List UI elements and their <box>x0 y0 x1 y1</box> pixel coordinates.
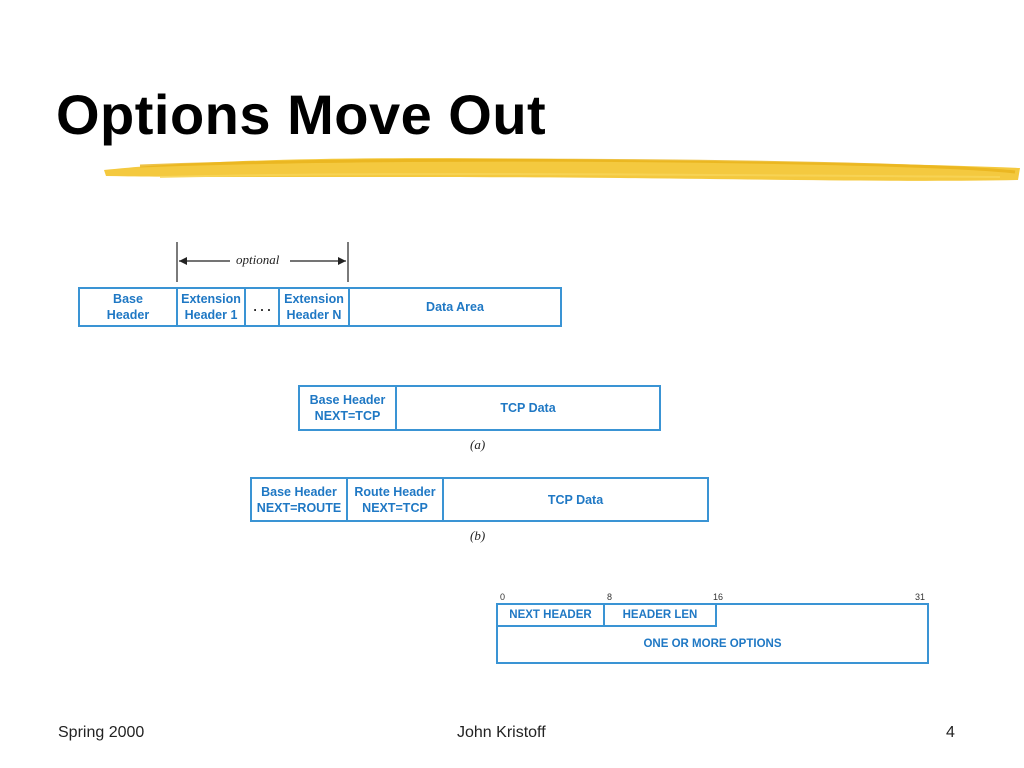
field-label: NEXT HEADER <box>509 609 592 621</box>
datagram-a-diagram: Base Header NEXT=TCP TCP Data <box>298 385 661 431</box>
cell-line: Route Header <box>354 484 436 499</box>
cell-line: Header <box>106 308 150 322</box>
route-header-cell: Route Header NEXT=TCP <box>348 479 444 520</box>
base-header-cell: Base Header <box>80 289 178 325</box>
base-header-cell: Base Header NEXT=TCP <box>300 387 397 429</box>
cell-line: TCP Data <box>500 401 556 415</box>
cell-line: Header N <box>286 308 342 322</box>
ellipsis-cell: . . . <box>246 289 280 325</box>
option-header-format-diagram: NEXT HEADER HEADER LEN ONE OR MORE OPTIO… <box>496 603 929 664</box>
cell-line: Data Area <box>426 300 484 314</box>
tcp-data-cell: TCP Data <box>444 479 707 520</box>
page-number: 4 <box>946 724 955 741</box>
optional-range-marker <box>176 242 349 282</box>
cell-line: NEXT=TCP <box>362 500 428 515</box>
extension-header-1-cell: Extension Header 1 <box>178 289 246 325</box>
bit-tick-0: 0 <box>500 592 506 602</box>
caption-a: (a) <box>470 437 486 452</box>
cell-line: . . . <box>253 300 271 314</box>
options-field: ONE OR MORE OPTIONS <box>498 625 927 662</box>
bit-tick-31: 31 <box>915 592 926 602</box>
slide-title: Options Move Out <box>56 83 547 146</box>
bit-tick-16: 16 <box>713 592 724 602</box>
cell-line: NEXT=ROUTE <box>256 500 342 515</box>
bit-tick-8: 8 <box>607 592 613 602</box>
yellow-highlight-stroke <box>104 158 1020 181</box>
datagram-b-diagram: Base Header NEXT=ROUTE Route Header NEXT… <box>250 477 709 522</box>
cell-line: Extension <box>181 292 241 306</box>
field-label: HEADER LEN <box>622 609 698 621</box>
extension-header-n-cell: Extension Header N <box>280 289 350 325</box>
footer-author: John Kristoff <box>457 724 546 741</box>
cell-line: Base <box>113 292 143 306</box>
cell-line: Base Header <box>261 484 337 499</box>
header-len-field: HEADER LEN <box>605 605 715 625</box>
next-header-field: NEXT HEADER <box>498 605 605 625</box>
caption-b: (b) <box>470 528 486 543</box>
data-area-cell: Data Area <box>350 289 560 325</box>
field-label: ONE OR MORE OPTIONS <box>643 637 782 650</box>
cell-line: Base Header <box>309 393 386 407</box>
tcp-data-cell: TCP Data <box>397 387 659 429</box>
base-header-cell: Base Header NEXT=ROUTE <box>252 479 348 520</box>
cell-line: Extension <box>284 292 344 306</box>
optional-label: optional <box>236 252 280 267</box>
cell-line: NEXT=TCP <box>314 409 381 423</box>
cell-line: TCP Data <box>547 492 604 507</box>
cell-line: Header 1 <box>184 308 238 322</box>
footer-date: Spring 2000 <box>58 724 145 741</box>
header-chain-diagram: Base Header Extension Header 1 . . . Ext… <box>78 287 562 327</box>
